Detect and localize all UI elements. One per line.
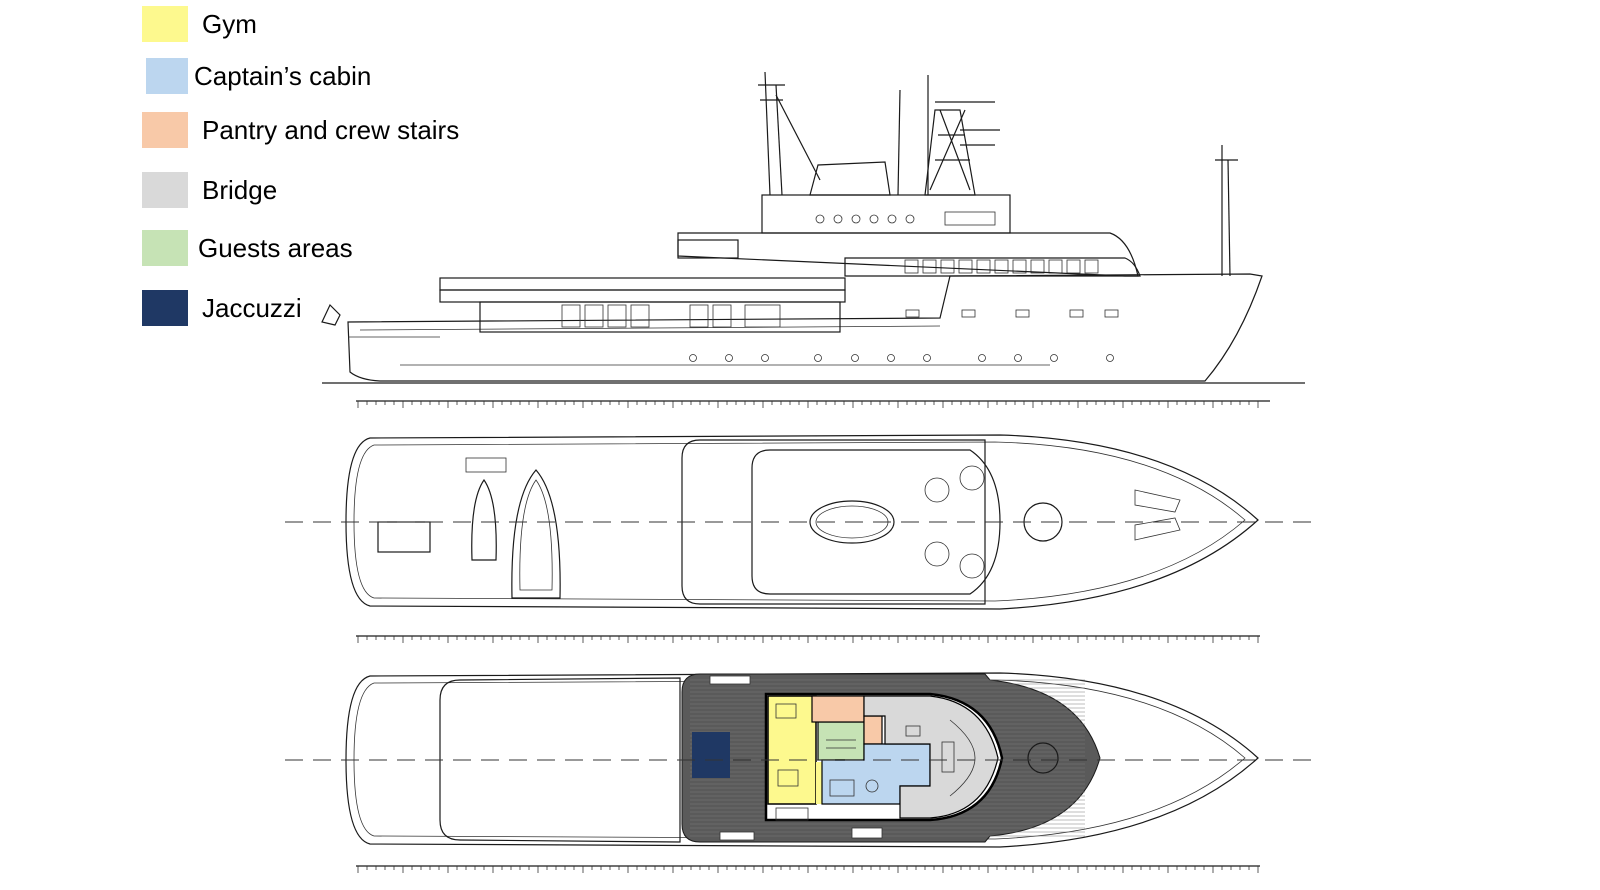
anchor-windlass-port [1134,489,1181,513]
bridge-plan-benches [709,675,883,841]
legend-label-jacuzzi: Jaccuzzi [202,292,302,323]
hull-sheer-line [359,325,941,331]
legend-swatch-bridge [142,172,188,208]
top-plan-skylight [809,500,895,544]
hull-outline [347,273,1263,382]
profile-view [321,71,1305,408]
legend-swatch-gym [142,6,188,42]
top-plan-inner-hull [353,441,1246,602]
top-plan-superstructure [681,439,986,605]
plan-view-top [285,434,1320,643]
hull-windows [905,309,1119,318]
bridge-deck [761,194,1011,234]
bridge-portholes [815,211,996,226]
forward-house [844,257,1141,277]
upper-deck [677,232,1139,277]
pantry-area [811,695,865,723]
main-mast [897,75,1000,196]
bridge-plan-aft-deck [439,677,681,843]
sky-lounge [809,161,891,196]
legend-label-guests-areas: Guests areas [198,232,353,263]
bridge-area [863,695,999,819]
legend-label-bridge: Bridge [202,174,278,205]
bridge-plan-round-hatch [1027,742,1059,774]
legend-label-captains-cabin: Captain’s cabin [194,60,372,91]
top-plan-sundeck [751,449,1001,595]
tender-large-inner [519,479,553,591]
stern-flag [321,303,341,326]
top-plan-radar-domes [924,465,985,579]
gym-area [767,695,817,805]
legend-item-bridge: Bridge [142,172,277,208]
aft-mast [758,71,821,196]
portholes [689,354,1114,362]
aft-deck-house [439,289,846,303]
legend-item-guests-areas: Guests areas [142,230,353,266]
legend-swatch-jacuzzi [142,290,188,326]
guests-area [817,721,865,761]
swim-platform-grate [377,521,431,553]
main-salon [479,301,841,333]
upper-deck-aft [677,239,739,259]
profile-scale-ticks [357,401,1259,408]
salon-windows [561,304,781,328]
bridge-plan-scale-ticks [357,866,1259,873]
plan-view-bridge-deck [285,672,1320,873]
legend: Gym Captain’s cabin Pantry and crew stai… [0,0,520,330]
bridge-plan-furniture [775,703,976,821]
tender-small [471,478,497,561]
aft-deck-rail [439,277,846,291]
bridge-plan-hull [345,672,1259,848]
legend-item-captains-cabin: Captain’s cabin [146,58,371,94]
jacuzzi-area [692,732,730,778]
legend-swatch-guests-areas [142,230,188,266]
legend-label-pantry: Pantry and crew stairs [202,114,460,145]
fore-mast [1215,145,1238,277]
top-plan-scale-ticks [357,636,1259,643]
legend-item-pantry: Pantry and crew stairs [142,112,459,148]
legend-swatch-captains-cabin [146,58,188,94]
bridge-plan-inner-hull [353,679,1246,840]
legend-item-jacuzzi: Jaccuzzi [142,290,302,326]
aft-steps [465,457,507,473]
legend-label-gym: Gym [202,8,257,39]
gym-area-extension [816,762,822,804]
anchor-windlass-stbd [1134,517,1181,541]
top-plan-hull [345,434,1259,610]
crew-stairs-area [863,715,883,745]
legend-item-gym: Gym [142,6,257,42]
legend-swatch-pantry [142,112,188,148]
tender-large [511,469,561,599]
